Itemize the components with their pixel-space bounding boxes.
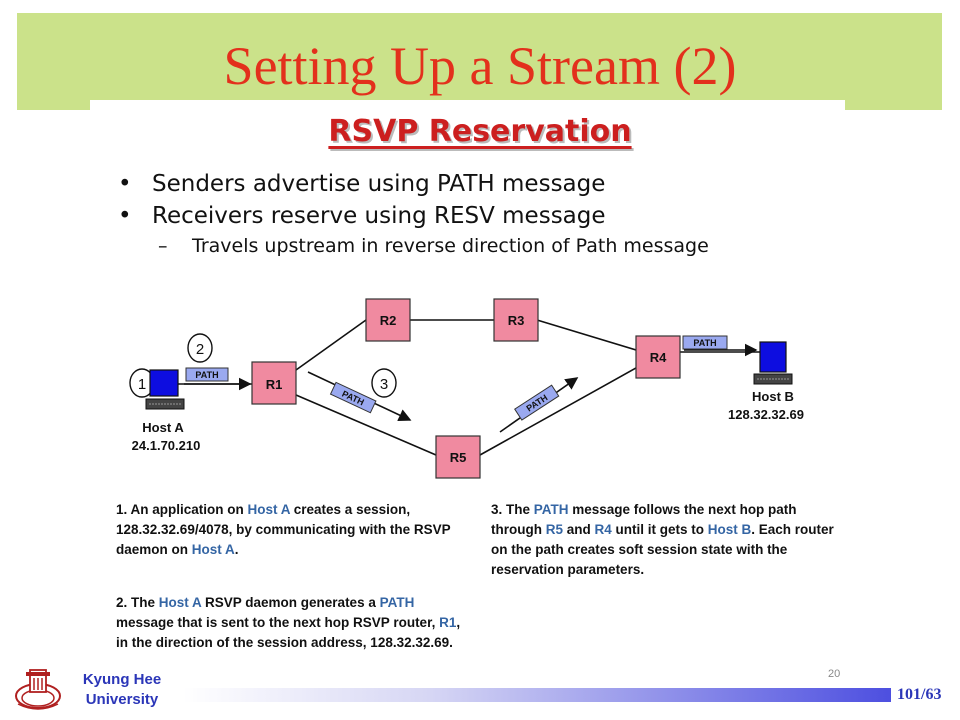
slide-subtitle: RSVP Reservation xyxy=(328,114,632,149)
link-r1-r5 xyxy=(295,394,437,456)
bullet-list: • Senders advertise using PATH message • R… xyxy=(118,168,858,260)
university-name: Kyung Hee University xyxy=(82,671,162,708)
step-3-text: 3. The PATH message follows the next hop… xyxy=(491,502,834,577)
university-seal-icon xyxy=(15,669,61,710)
router-r5: R5 xyxy=(435,435,481,479)
host-b-ip: 128.32.32.69 xyxy=(728,407,804,422)
host-b-computer-icon xyxy=(753,341,793,385)
router-label: R2 xyxy=(380,313,397,328)
bullet-item: • Receivers reserve using RESV message xyxy=(118,200,858,232)
sub-bullet-text: Travels upstream in reverse direction of… xyxy=(192,235,709,257)
bullet-text: Receivers reserve using RESV message xyxy=(152,203,606,229)
bullet-item: • Senders advertise using PATH message xyxy=(118,168,858,200)
path-label-r1-r5: PATH xyxy=(329,381,377,414)
title-bar xyxy=(17,13,942,110)
router-r3: R3 xyxy=(493,298,539,342)
path-label-hosta: PATH xyxy=(185,367,229,382)
host-b-name: Host B xyxy=(752,389,794,404)
sub-bullet-item: – Travels upstream in reverse direction o… xyxy=(118,232,858,260)
router-label: R5 xyxy=(450,450,467,465)
router-r1: R1 xyxy=(251,361,297,405)
step-marker-3: 3 xyxy=(371,368,397,398)
svg-text:1: 1 xyxy=(138,376,146,393)
link-r1-r2 xyxy=(295,319,367,371)
dash-icon: – xyxy=(158,235,168,257)
host-a-computer-icon xyxy=(145,369,185,410)
path-label-r4: PATH xyxy=(682,335,728,350)
bullet-dot-icon: • xyxy=(118,203,132,229)
slide-number: 101/63 xyxy=(897,686,942,703)
router-label: R4 xyxy=(650,350,667,365)
slide-title: Setting Up a Stream (2) xyxy=(223,36,737,96)
link-r3-r4 xyxy=(536,319,637,351)
footer-gradient-bar xyxy=(183,688,891,702)
router-r2: R2 xyxy=(365,298,411,342)
host-a-name: Host A xyxy=(142,420,184,435)
step-1-text: 1. An application on Host A creates a se… xyxy=(116,502,451,557)
step-marker-2: 2 xyxy=(187,333,213,363)
svg-text:2: 2 xyxy=(196,341,204,358)
router-r4: R4 xyxy=(635,335,681,379)
page-number: 20 xyxy=(828,668,841,680)
router-label: R1 xyxy=(266,377,283,392)
host-a-ip: 24.1.70.210 xyxy=(132,438,201,453)
step-2-text: 2. The Host A RSVP daemon generates a PA… xyxy=(116,595,461,650)
image-top-edge xyxy=(90,100,845,112)
link-r5-r4 xyxy=(479,367,637,456)
router-label: R3 xyxy=(508,313,525,328)
svg-text:PATH: PATH xyxy=(195,370,218,380)
bullet-text: Senders advertise using PATH message xyxy=(152,171,606,197)
svg-text:3: 3 xyxy=(380,376,388,393)
svg-text:PATH: PATH xyxy=(693,338,716,348)
bullet-dot-icon: • xyxy=(118,171,132,197)
